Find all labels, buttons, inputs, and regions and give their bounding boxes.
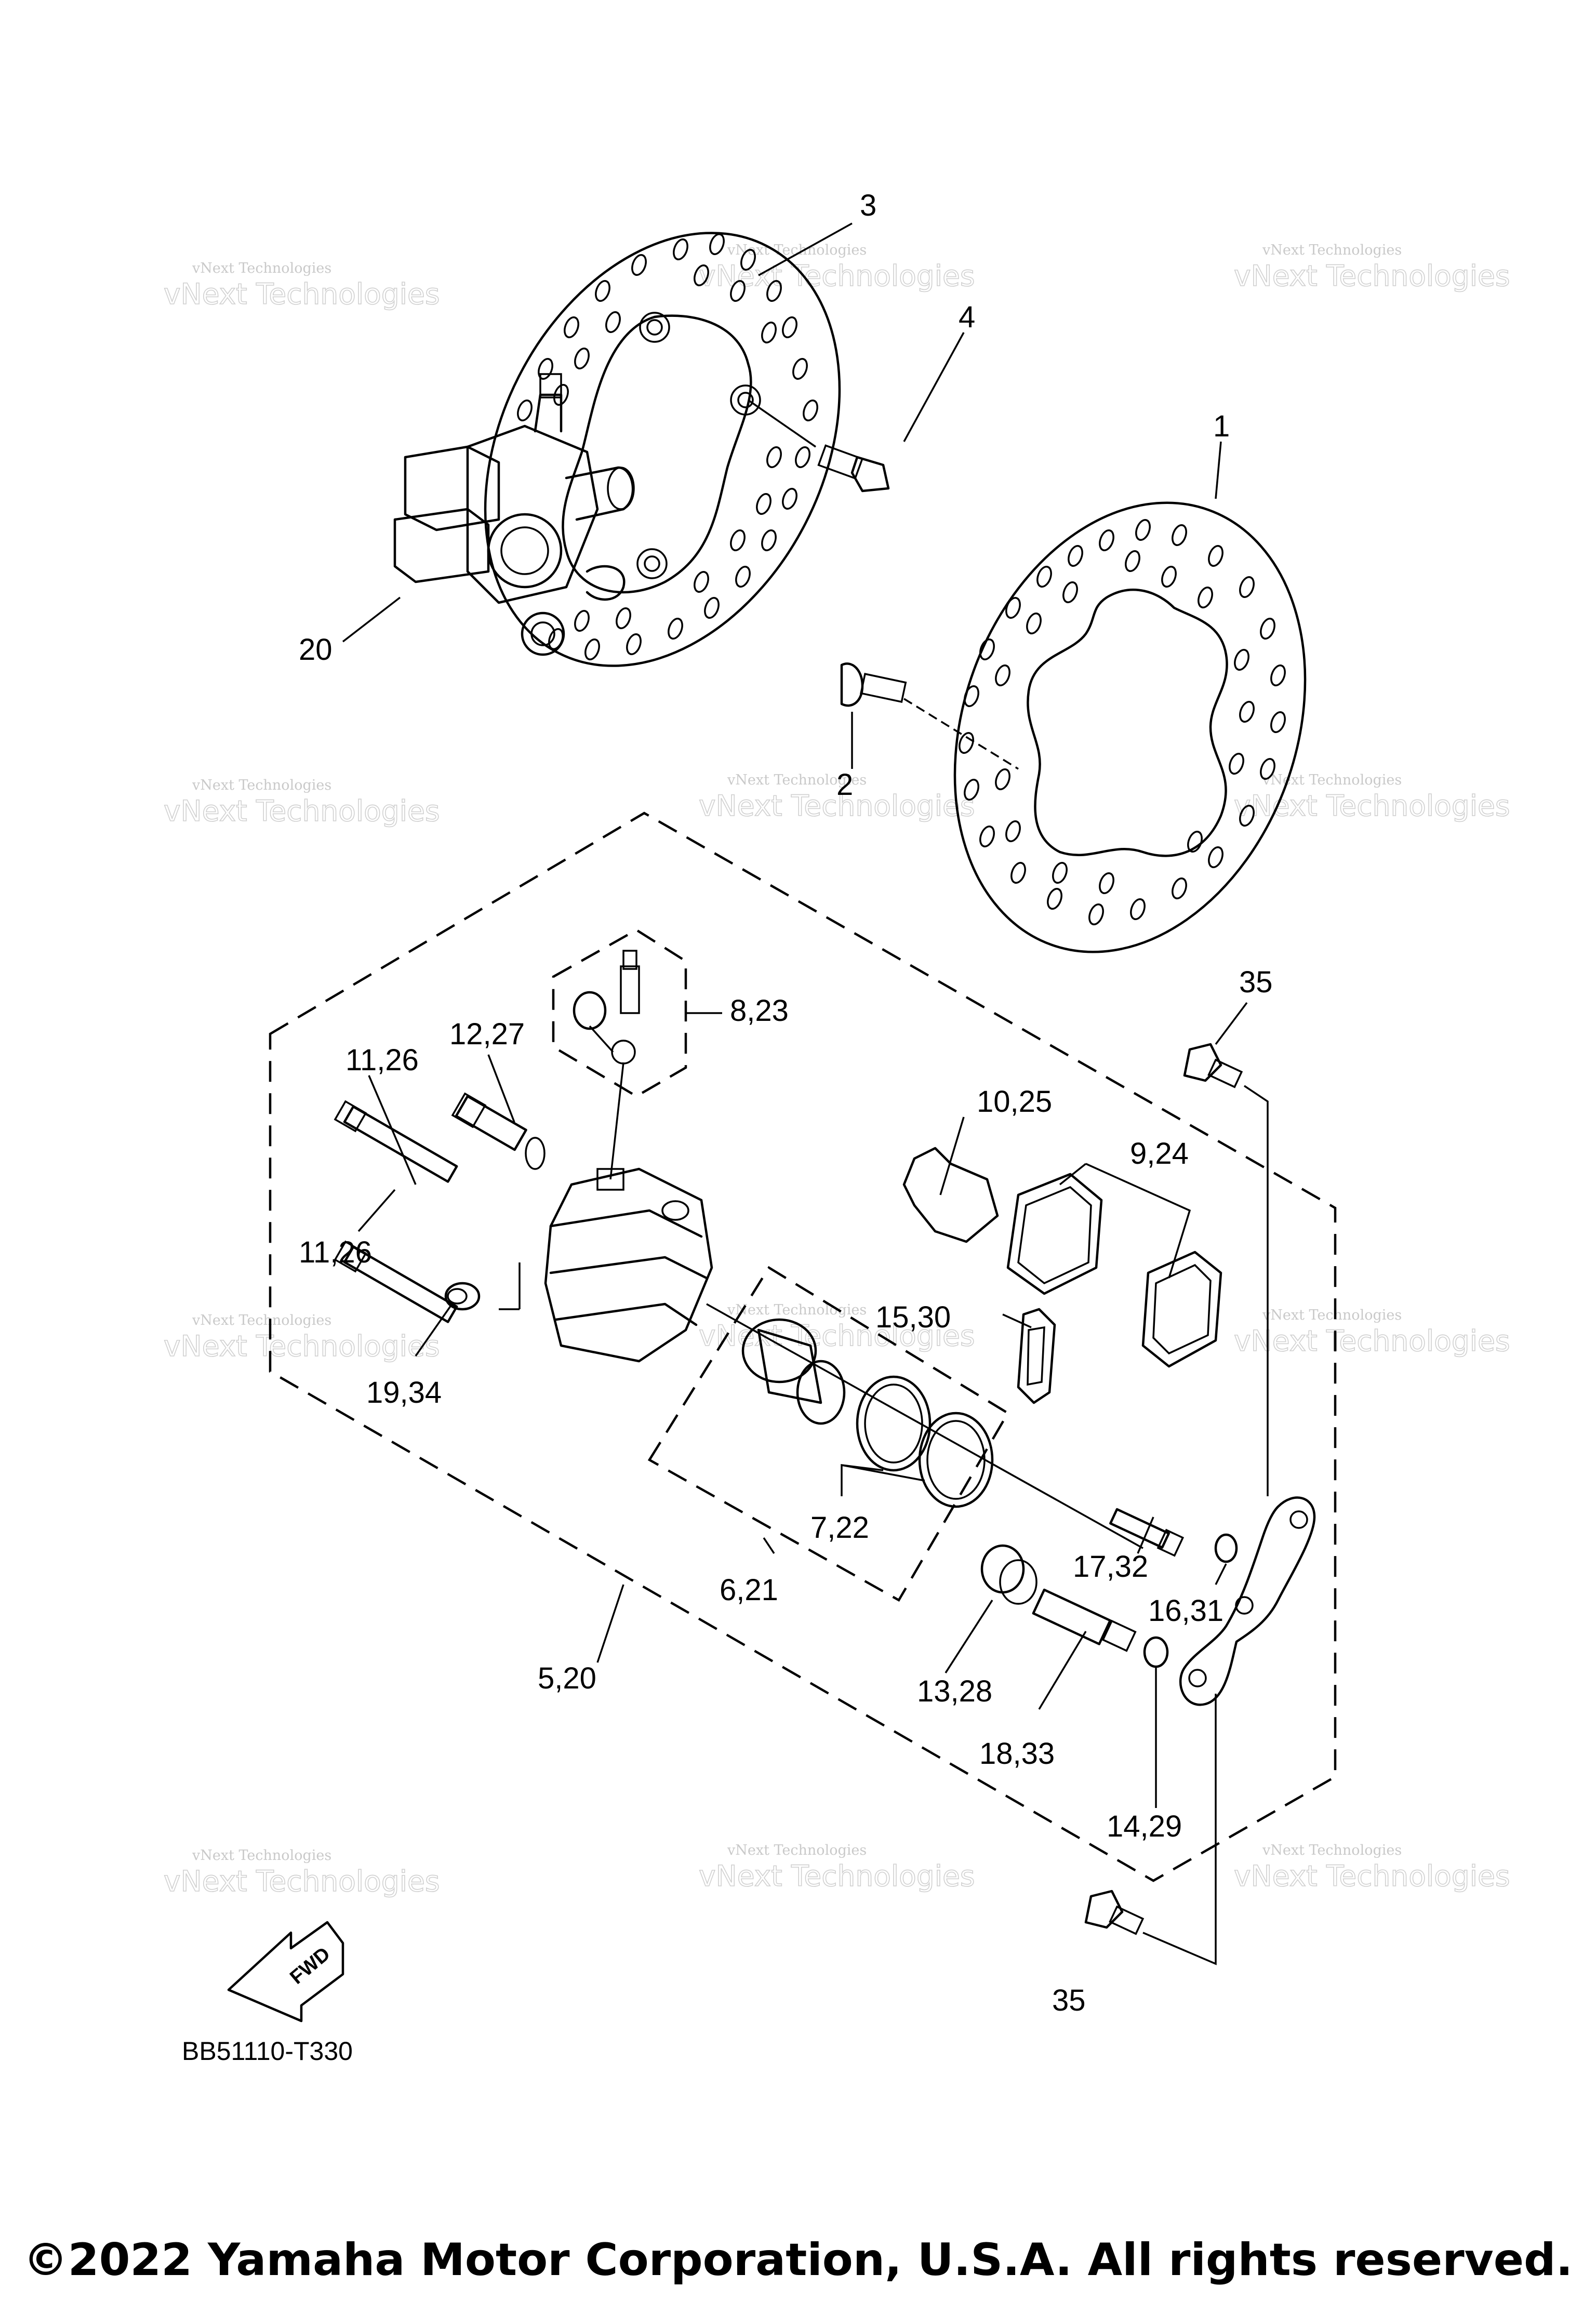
callout-9-24: 9,24: [1130, 1137, 1189, 1171]
callout-2: 2: [836, 768, 853, 802]
svg-text:vNext Technologies: vNext Technologies: [699, 259, 975, 292]
svg-text:vNext Technologies: vNext Technologies: [1262, 1842, 1402, 1858]
piston-group-outline: [647, 1266, 1010, 1602]
svg-text:vNext Technologies: vNext Technologies: [699, 1859, 975, 1893]
callout-12-27: 12,27: [449, 1017, 525, 1051]
callout-20: 20: [299, 633, 332, 667]
callout-6-21: 6,21: [720, 1573, 778, 1607]
o-ring-16[interactable]: [1214, 1533, 1238, 1563]
disc-holes: [956, 517, 1288, 927]
svg-text:vNext Technologies: vNext Technologies: [727, 1842, 867, 1858]
caliper-bracket[interactable]: [1179, 1496, 1316, 1706]
callout-15-30: 15,30: [875, 1300, 951, 1334]
copyright-notice: ©2022 Yamaha Motor Corporation, U.S.A. A…: [23, 2234, 1573, 2286]
callout-19-34: 19,34: [366, 1376, 442, 1409]
caliper-pin-upper[interactable]: [334, 1100, 458, 1183]
callout-17-32: 17,32: [1073, 1550, 1148, 1584]
svg-text:vNext Technologies: vNext Technologies: [699, 789, 975, 822]
caliper-assembly-outline: [269, 812, 1337, 1882]
svg-text:vNext Technologies: vNext Technologies: [192, 1847, 331, 1864]
pad-spring[interactable]: [902, 1147, 999, 1243]
svg-text:vNext Technologies: vNext Technologies: [1234, 259, 1510, 292]
piston-seal-1[interactable]: [856, 1375, 932, 1472]
callout-11-26-upper: 11,26: [345, 1043, 419, 1077]
bolt-35-lower[interactable]: [1084, 1694, 1217, 1965]
svg-text:vNext Technologies: vNext Technologies: [1262, 242, 1402, 258]
leader-lines: [342, 222, 1248, 1808]
svg-text:vNext Technologies: vNext Technologies: [192, 1312, 331, 1328]
callout-11-26-lower: 11,26: [299, 1235, 372, 1269]
callout-18-33: 18,33: [979, 1737, 1055, 1771]
washer-14[interactable]: [1143, 1636, 1169, 1668]
svg-text:vNext Technologies: vNext Technologies: [164, 1865, 440, 1898]
diagram-code: BB51110-T330: [182, 2037, 353, 2066]
callout-3: 3: [860, 189, 876, 222]
svg-text:vNext Technologies: vNext Technologies: [727, 772, 867, 788]
callout-14-29: 14,29: [1107, 1810, 1182, 1843]
callout-16-31: 16,31: [1148, 1594, 1223, 1628]
bolt-18[interactable]: [1032, 1588, 1137, 1652]
disc-holes: [514, 231, 821, 662]
brake-pad-2[interactable]: [1141, 1251, 1222, 1368]
callout-35-upper: 35: [1239, 965, 1273, 999]
svg-text:vNext Technologies: vNext Technologies: [192, 777, 331, 793]
callout-35-lower: 35: [1052, 1984, 1086, 2017]
sleeve-13[interactable]: [980, 1544, 1038, 1605]
bleeder-screw[interactable]: [573, 950, 640, 1180]
fwd-arrow-icon: FWD: [227, 1921, 344, 2023]
callout-8-23: 8,23: [730, 994, 789, 1028]
svg-text:vNext Technologies: vNext Technologies: [192, 260, 331, 276]
svg-text:vNext Technologies: vNext Technologies: [1234, 1324, 1510, 1358]
pad-pin[interactable]: [1109, 1508, 1185, 1557]
bolt-2[interactable]: [840, 662, 1019, 770]
callout-labels: 3 4 1 20 2 35 8,23 12,27 11,26 10,25 9,2…: [299, 189, 1273, 2017]
bolt-35-upper[interactable]: [1183, 1043, 1269, 1496]
bolt-4[interactable]: [748, 399, 890, 493]
callout-4: 4: [959, 300, 975, 334]
callout-7-22: 7,22: [810, 1511, 869, 1545]
pad-support[interactable]: [1017, 1308, 1056, 1404]
svg-text:vNext Technologies: vNext Technologies: [164, 1329, 440, 1363]
svg-text:vNext Technologies: vNext Technologies: [164, 794, 440, 828]
bleeder-group-outline: [552, 928, 687, 1098]
caliper-assembly[interactable]: [393, 373, 635, 656]
brake-disc-lower[interactable]: [895, 453, 1365, 1001]
callout-10-25: 10,25: [977, 1085, 1052, 1119]
svg-text:vNext Technologies: vNext Technologies: [164, 277, 440, 311]
boot-19[interactable]: [444, 1282, 481, 1311]
brake-disc-upper[interactable]: [415, 172, 910, 726]
fwd-label: FWD: [286, 1943, 334, 1989]
svg-text:vNext Technologies: vNext Technologies: [727, 1302, 867, 1318]
caliper-bolt[interactable]: [451, 1092, 546, 1170]
caliper-pin-lower[interactable]: [334, 1240, 458, 1323]
callout-5-20: 5,20: [538, 1661, 596, 1695]
caliper-body[interactable]: [499, 1167, 713, 1363]
svg-text:vNext Technologies: vNext Technologies: [1262, 772, 1402, 788]
callout-1: 1: [1213, 409, 1230, 443]
piston[interactable]: [741, 1318, 846, 1425]
assembly-axis: [706, 1303, 1143, 1549]
callout-13-28: 13,28: [917, 1674, 992, 1708]
svg-text:vNext Technologies: vNext Technologies: [1234, 789, 1510, 822]
svg-text:vNext Technologies: vNext Technologies: [1234, 1859, 1510, 1893]
svg-text:vNext Technologies: vNext Technologies: [1262, 1307, 1402, 1323]
brake-pad-1[interactable]: [1006, 1173, 1103, 1295]
